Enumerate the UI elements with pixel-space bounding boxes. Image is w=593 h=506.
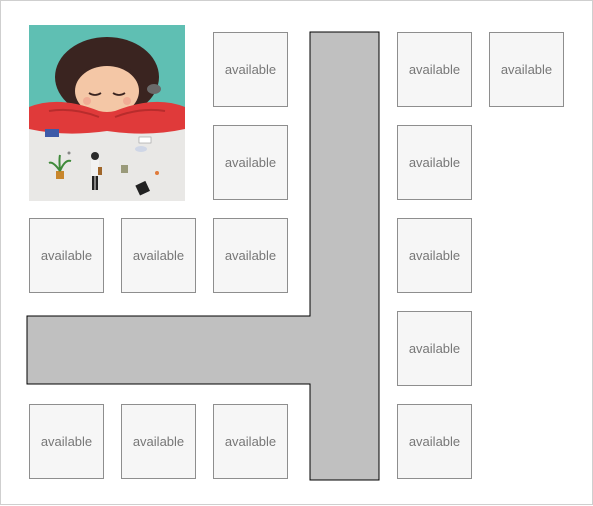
slot-status-label: available	[224, 248, 277, 263]
slot-status-label: available	[408, 341, 461, 356]
slot-status-label: available	[40, 434, 93, 449]
parking-slot-available[interactable]: available	[489, 32, 564, 107]
parking-slot-available[interactable]: available	[29, 404, 104, 479]
slot-status-label: available	[408, 62, 461, 77]
parking-slot-available[interactable]: available	[397, 404, 472, 479]
parking-slot-available[interactable]: available	[121, 404, 196, 479]
slot-status-label: available	[408, 248, 461, 263]
parking-slot-available[interactable]: available	[29, 218, 104, 293]
slot-status-label: available	[224, 434, 277, 449]
slot-status-label: available	[224, 62, 277, 77]
slot-status-label: available	[40, 248, 93, 263]
slot-status-label: available	[132, 434, 185, 449]
slot-status-label: available	[408, 434, 461, 449]
parking-slot-available[interactable]: available	[397, 32, 472, 107]
parking-slot-available[interactable]: available	[397, 311, 472, 386]
parking-slot-available[interactable]: available	[213, 218, 288, 293]
slot-status-label: available	[132, 248, 185, 263]
slot-status-label: available	[500, 62, 553, 77]
slot-status-label: available	[224, 155, 277, 170]
occupied-slot-image[interactable]	[29, 25, 185, 201]
parking-slot-available[interactable]: available	[397, 218, 472, 293]
slot-status-label: available	[408, 155, 461, 170]
parking-slot-available[interactable]: available	[213, 404, 288, 479]
parking-slot-available[interactable]: available	[397, 125, 472, 200]
parking-slot-available[interactable]: available	[213, 32, 288, 107]
parking-slot-available[interactable]: available	[213, 125, 288, 200]
parking-slot-available[interactable]: available	[121, 218, 196, 293]
sleeping-girl-illustration	[29, 25, 185, 201]
